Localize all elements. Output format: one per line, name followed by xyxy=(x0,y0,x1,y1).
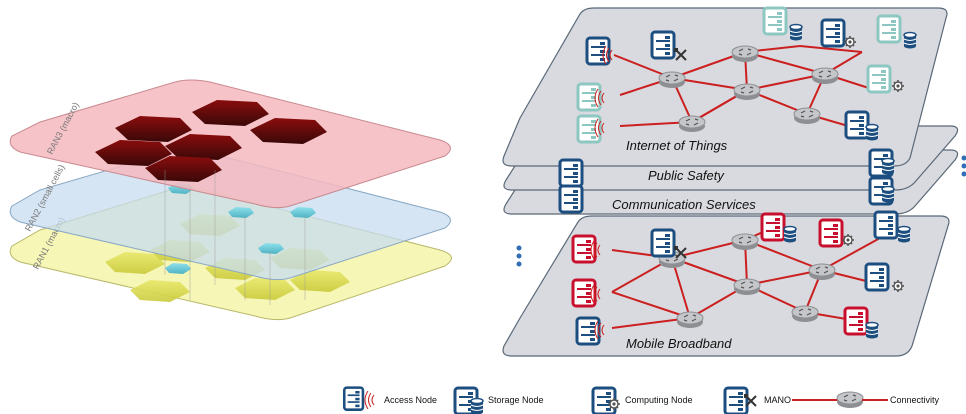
storage-cylinder-icon xyxy=(881,185,895,204)
mano-node-icon xyxy=(723,386,749,414)
legend-connectivity: Connectivity xyxy=(890,395,940,405)
computing-node-icon xyxy=(876,14,902,44)
mano-node-icon xyxy=(650,30,676,60)
slice-stack-top: Internet of Things Public Safety Communi… xyxy=(502,6,959,215)
computing-node-icon xyxy=(820,18,846,48)
slice-label-public-safety: Public Safety xyxy=(648,168,725,183)
storage-cylinder-icon xyxy=(881,157,895,176)
slice-label-communication: Communication Services xyxy=(612,197,756,212)
storage-cylinder-icon xyxy=(897,225,911,244)
legend-mano: MANO xyxy=(764,395,791,405)
slice-mobile-broadband: Mobile Broadband xyxy=(502,210,950,357)
legend: Access Node Storage Node Computing Node … xyxy=(342,386,940,414)
storage-node-icon xyxy=(843,306,869,336)
router-icon xyxy=(678,115,706,133)
router-icon xyxy=(808,263,836,281)
legend-computing-node: Computing Node xyxy=(625,395,693,405)
projection-lines xyxy=(164,170,306,305)
computing-node-icon xyxy=(818,218,844,248)
ran3-macro-cells xyxy=(95,100,327,182)
access-node-icon xyxy=(558,184,584,214)
storage-cylinder-icon xyxy=(865,321,879,340)
access-node-icon xyxy=(585,36,611,66)
ran2-small-cells xyxy=(165,183,316,274)
storage-node-icon xyxy=(873,210,899,240)
mano-node-icon xyxy=(650,228,676,258)
storage-cylinder-icon xyxy=(789,23,803,42)
router-icon xyxy=(733,278,761,296)
router-icon xyxy=(793,107,821,125)
legend-storage-node: Storage Node xyxy=(488,395,544,405)
router-icon xyxy=(811,67,839,85)
router-icon xyxy=(836,391,864,409)
access-node-icon xyxy=(576,82,602,112)
access-node-icon xyxy=(762,6,788,36)
signal-waves-icon xyxy=(364,390,375,410)
storage-cylinder-icon xyxy=(865,123,879,142)
access-node-icon xyxy=(342,386,365,411)
access-node-icon xyxy=(575,316,601,346)
legend-access-node: Access Node xyxy=(384,395,437,405)
router-icon xyxy=(731,233,759,251)
router-icon xyxy=(676,311,704,329)
slice-label-iot: Internet of Things xyxy=(626,138,728,153)
computing-node-icon xyxy=(864,262,890,292)
storage-cylinder-icon xyxy=(783,225,797,244)
computing-node-icon xyxy=(866,64,892,94)
storage-node-icon xyxy=(844,110,870,140)
router-icon xyxy=(658,71,686,89)
access-node-icon xyxy=(571,234,597,264)
slice-label-mobile-broadband: Mobile Broadband xyxy=(626,336,732,351)
ran-stack: RAN1 (macro) RAN2 (small cells) RAN3 (ma… xyxy=(9,79,452,321)
storage-node-icon xyxy=(760,212,786,242)
router-icon xyxy=(791,305,819,323)
router-icon xyxy=(731,45,759,63)
router-icon xyxy=(733,83,761,101)
access-node-icon xyxy=(576,114,602,144)
access-node-icon xyxy=(571,278,597,308)
access-node-icon xyxy=(558,158,584,188)
storage-cylinder-icon xyxy=(903,31,917,50)
storage-cylinder-icon xyxy=(470,397,484,414)
more-slices-dots xyxy=(516,155,966,267)
